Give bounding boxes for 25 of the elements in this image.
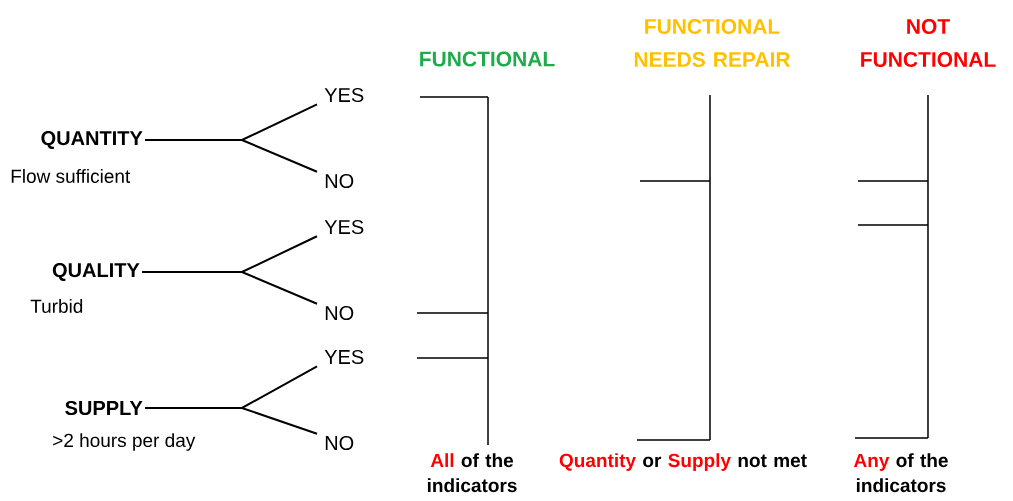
option-label: NO [325, 305, 354, 321]
condition-note: All of the indicators [427, 453, 517, 493]
option-label: YES [324, 87, 364, 103]
category-label: QUANTITY [41, 131, 143, 149]
description-text: Turbid [30, 299, 83, 313]
label: not met [738, 454, 807, 468]
column-heading: NOT FUNCTIONAL [861, 19, 996, 67]
option-label: YES [324, 349, 364, 365]
option-label: NO [325, 173, 354, 189]
option-label: NO [325, 435, 354, 451]
condition-note: Any of the indicators [853, 453, 948, 493]
branch-line [144, 407, 318, 435]
label: Supply [668, 453, 731, 471]
option-label: YES [324, 219, 364, 235]
description-text: >2 hours per day [53, 433, 196, 451]
column-heading: FUNCTIONAL NEEDS REPAIR [634, 19, 791, 67]
label: or [643, 456, 662, 468]
category-label: QUALITY [52, 263, 140, 281]
category-label: SUPPLY [65, 400, 143, 416]
branch-line [144, 139, 318, 173]
column-heading: FUNCTIONAL [420, 51, 555, 67]
condition-note: Quantity or Supply not met [559, 453, 807, 471]
description-text: Flow sufficient [11, 169, 131, 183]
label: Quantity [559, 453, 636, 471]
branch-line [141, 271, 318, 305]
